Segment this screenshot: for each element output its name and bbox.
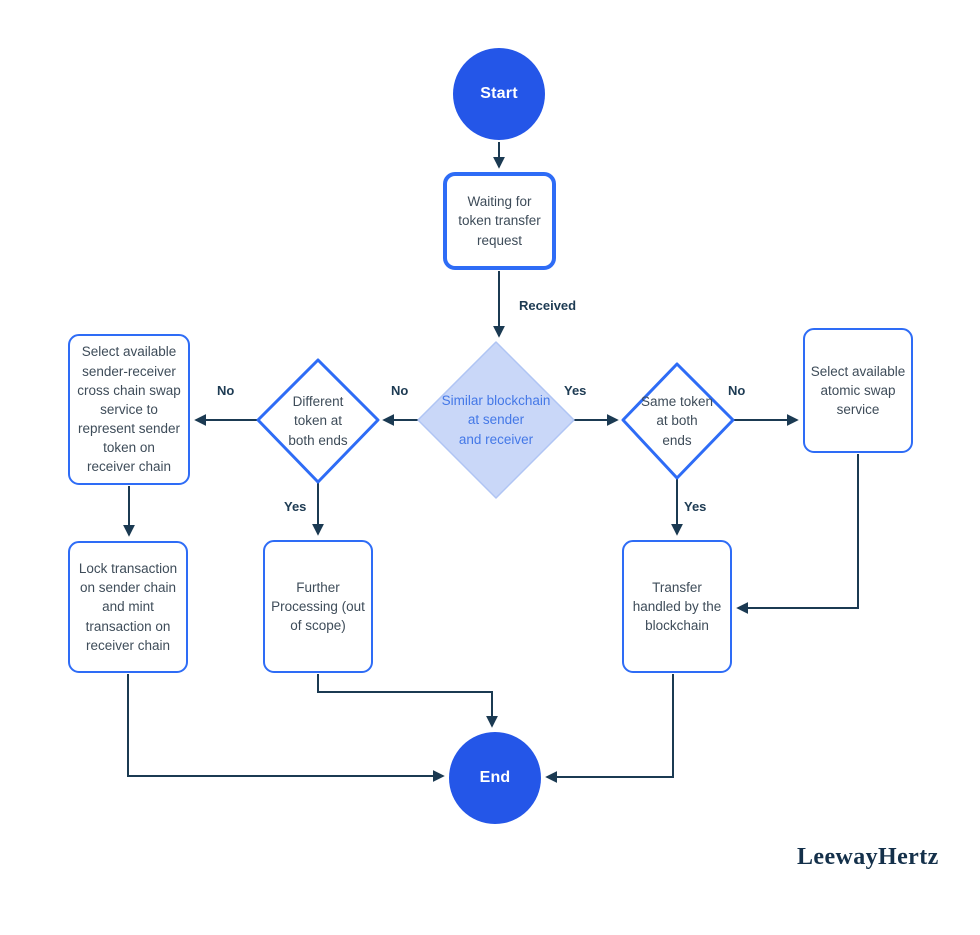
edge-label-received: Received <box>519 298 577 313</box>
diamond-similar-blockchain <box>417 341 575 499</box>
start-node: Start <box>453 48 545 140</box>
diamond-same-token <box>621 362 735 480</box>
edge-label-yes-below-right: Yes <box>684 499 707 514</box>
start-label: Start <box>480 85 518 102</box>
transfer-handled-box: Transfer handled by the blockchain <box>622 540 732 673</box>
further-processing-box: Further Processing (out of scope) <box>263 540 373 673</box>
edge-label-no-center-left: No <box>391 383 409 398</box>
edge-label-no-far-right: No <box>728 383 746 398</box>
edge-label-no-far-left: No <box>217 383 235 398</box>
lock-transaction-box: Lock transaction on sender chain and min… <box>68 541 188 673</box>
diamond-different-token <box>256 358 380 484</box>
edge-label-yes-below-left: Yes <box>284 499 307 514</box>
leewayhertz-logo: LeewayHertz <box>797 844 939 870</box>
edge-further-to-end <box>317 674 498 728</box>
end-node: End <box>449 732 541 824</box>
select-swap-service-box: Select available sender-receiver cross c… <box>68 334 190 485</box>
end-label: End <box>479 769 511 786</box>
edge-atomic-to-transfer <box>736 454 859 614</box>
edge-lock-to-end <box>127 674 445 782</box>
edge-transfer-to-end <box>545 674 674 783</box>
waiting-box: Waiting for token transfer request <box>443 172 556 270</box>
edge-label-yes-center-right: Yes <box>564 383 587 398</box>
atomic-swap-box: Select available atomic swap service <box>803 328 913 453</box>
